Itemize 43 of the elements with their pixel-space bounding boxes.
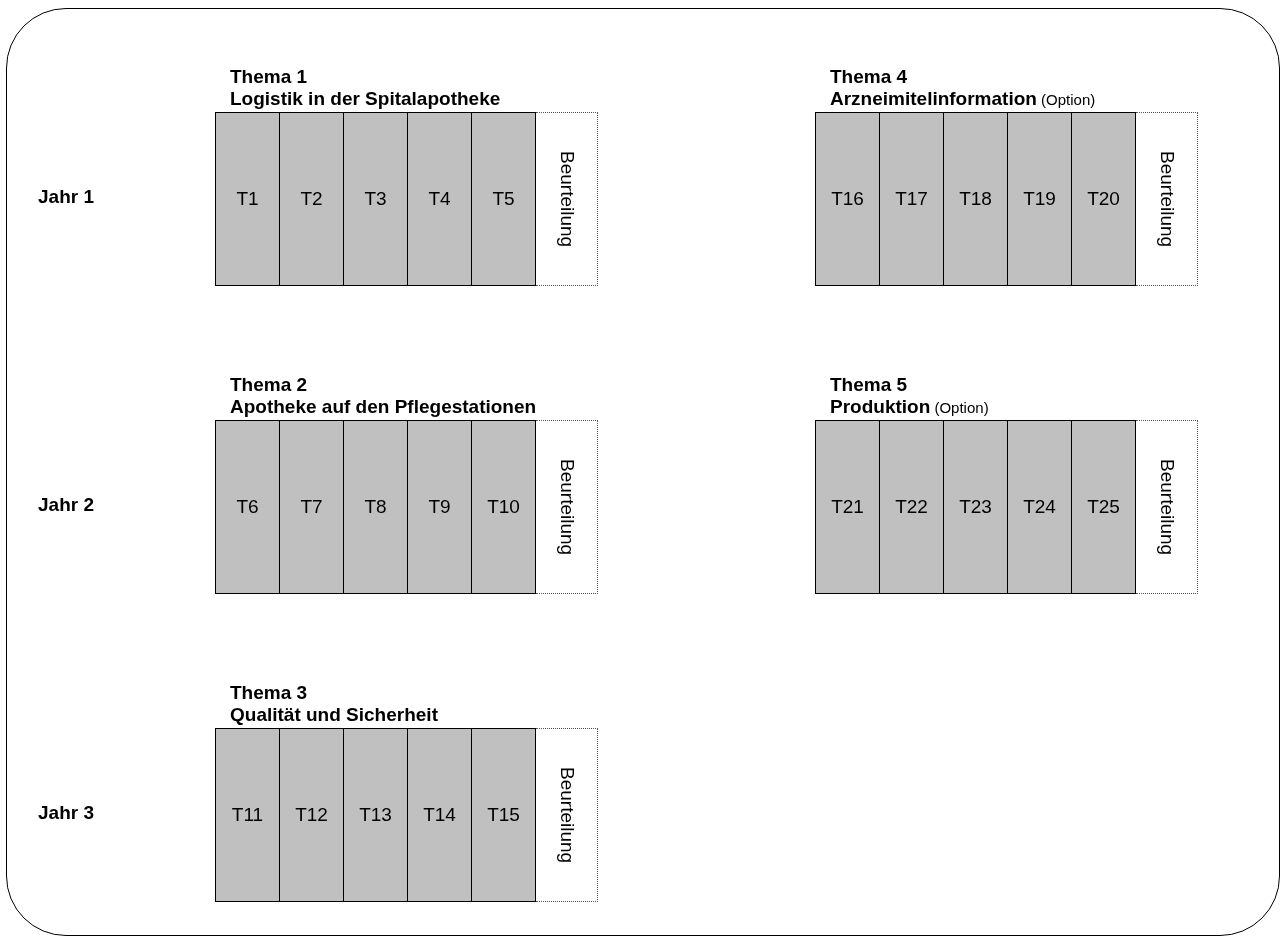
- year-label: Jahr 3: [38, 802, 94, 824]
- task-cell: T14: [407, 728, 472, 902]
- topic-title: Produktion (Option): [830, 396, 989, 419]
- task-cell: T5: [471, 112, 536, 286]
- task-cell: T24: [1007, 420, 1072, 594]
- topic-number: Thema 1: [230, 66, 308, 88]
- topic-title: Logistik in der Spitalapotheke: [230, 88, 501, 110]
- task-cell: T23: [943, 420, 1008, 594]
- topic-title: Arzneimitelinformation (Option): [830, 88, 1096, 111]
- task-cell: T18: [943, 112, 1008, 286]
- task-cell: T2: [279, 112, 344, 286]
- task-cell: T4: [407, 112, 472, 286]
- assessment-cell: Beurteilung: [1136, 112, 1198, 286]
- task-cell: T6: [215, 420, 280, 594]
- task-cell: T20: [1071, 112, 1136, 286]
- year-label: Jahr 2: [38, 494, 94, 516]
- topic-number: Thema 2: [230, 374, 308, 396]
- task-cell: T3: [343, 112, 408, 286]
- task-cell: T19: [1007, 112, 1072, 286]
- task-cell: T25: [1071, 420, 1136, 594]
- assessment-cell: Beurteilung: [536, 728, 598, 902]
- task-cell: T8: [343, 420, 408, 594]
- task-cell: T10: [471, 420, 536, 594]
- task-cell: T15: [471, 728, 536, 902]
- topic-number: Thema 4: [830, 66, 908, 88]
- task-cell: T21: [815, 420, 880, 594]
- task-cell: T22: [879, 420, 944, 594]
- task-cell: T1: [215, 112, 280, 286]
- topic-title: Apotheke auf den Pflegestationen: [230, 396, 537, 418]
- assessment-cell: Beurteilung: [536, 112, 598, 286]
- task-cell: T16: [815, 112, 880, 286]
- assessment-cell: Beurteilung: [536, 420, 598, 594]
- task-cell: T7: [279, 420, 344, 594]
- topic-title: Qualität und Sicherheit: [230, 704, 438, 726]
- assessment-cell: Beurteilung: [1136, 420, 1198, 594]
- task-cell: T12: [279, 728, 344, 902]
- task-cell: T9: [407, 420, 472, 594]
- year-label: Jahr 1: [38, 186, 94, 208]
- task-cell: T13: [343, 728, 408, 902]
- task-cell: T11: [215, 728, 280, 902]
- topic-number: Thema 3: [230, 682, 308, 704]
- topic-number: Thema 5: [830, 374, 908, 396]
- task-cell: T17: [879, 112, 944, 286]
